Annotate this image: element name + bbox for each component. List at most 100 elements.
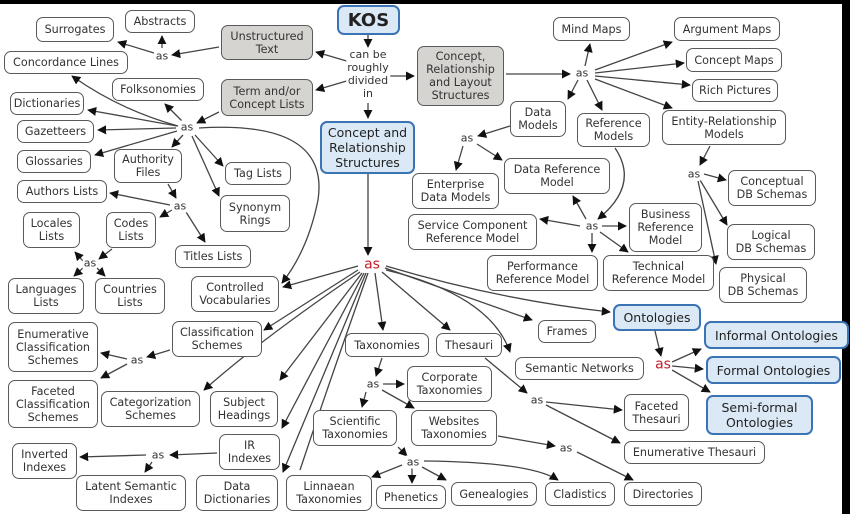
label-as-classification: as [129,353,145,367]
node-technical-rm[interactable]: Technical Reference Model [603,255,714,291]
node-gazetteers[interactable]: Gazetteers [17,120,94,143]
node-thesauri[interactable]: Thesauri [436,333,502,357]
node-controlled-vocabularies[interactable]: Controlled Vocabularies [191,276,279,312]
edge-as8-formal [671,363,704,373]
node-phenetics[interactable]: Phenetics [376,485,446,509]
edge-main-classification [263,269,359,331]
edge-as11-enumerative-thesauri [545,404,621,444]
node-performance-rm[interactable]: Performance Reference Model [487,255,598,291]
node-term-concept-lists[interactable]: Term and/or Concept Lists [221,79,313,116]
node-service-component-rm[interactable]: Service Component Reference Model [408,214,537,250]
node-websites-taxonomies[interactable]: Websites Taxonomies [411,410,497,446]
node-corporate-taxonomies[interactable]: Corporate Taxonomies [407,366,492,402]
node-cladistics[interactable]: Cladistics [545,482,615,506]
edge-as3-languages [73,267,84,277]
edge-as10-websites [381,389,415,409]
node-tag-lists[interactable]: Tag Lists [225,162,291,185]
node-enumerative-classification-schemes[interactable]: Enumerative Classification Schemes [8,322,98,372]
node-abstracts[interactable]: Abstracts [125,10,195,33]
edge-as6-datarm [572,195,587,220]
node-semiformal-ontologies[interactable]: Semi-formal Ontologies [706,395,813,435]
node-enterprise-data-models[interactable]: Enterprise Data Models [412,173,499,209]
node-titles-lists[interactable]: Titles Lists [175,245,251,268]
node-faceted-classification-schemes[interactable]: Faceted Classification Schemes [8,380,98,428]
edge-as4-concept [594,59,685,74]
node-data-models[interactable]: Data Models [510,101,566,137]
node-ontologies[interactable]: Ontologies [613,304,701,331]
node-scientific-taxonomies[interactable]: Scientific Taxonomies [313,410,397,446]
node-linnaean-taxonomies[interactable]: Linnaean Taxonomies [286,475,372,511]
label-as-er-models: as [686,167,702,181]
node-classification-schemes[interactable]: Classification Schemes [172,321,262,357]
edge-as7-conceptual [703,173,727,183]
node-physical-db-schemas[interactable]: Physical DB Schemas [719,267,807,303]
node-data-dictionaries[interactable]: Data Dictionaries [196,475,278,511]
node-conceptual-db-schemas[interactable]: Conceptual DB Schemas [728,170,816,206]
node-informal-ontologies[interactable]: Informal Ontologies [704,321,849,349]
edge-as11-faceted-thesauri [545,401,623,414]
edge-as4-reference [586,79,603,111]
label-as-layout: as [574,66,590,80]
edge-divided-to-unstructured [315,49,351,63]
edge-as4-mind [583,43,593,67]
edge-as5-enterprise [453,145,464,171]
node-enumerative-thesauri[interactable]: Enumerative Thesauri [624,441,765,464]
node-unstructured-text[interactable]: Unstructured Text [221,25,313,60]
node-semantic-networks[interactable]: Semantic Networks [515,357,644,380]
node-formal-ontologies[interactable]: Formal Ontologies [706,356,841,384]
label-as-reference-models: as [584,219,600,233]
edge-as5-datarm [476,143,503,161]
edge-as6-technical [599,231,629,253]
edge-as2-codes [159,208,173,218]
node-locales-lists[interactable]: Locales Lists [23,212,80,248]
node-codes-lists[interactable]: Codes Lists [106,212,156,248]
node-ir-indexes[interactable]: IR Indexes [219,434,280,470]
node-authors-lists[interactable]: Authors Lists [17,180,107,203]
node-synonym-rings[interactable]: Synonym Rings [220,195,290,232]
node-mind-maps[interactable]: Mind Maps [553,17,630,41]
node-data-reference-model[interactable]: Data Reference Model [504,158,610,194]
edge-main-taxonomies [374,272,387,331]
node-reference-models[interactable]: Reference Models [577,113,650,147]
edge-authority-as2 [167,183,177,199]
edge-as-concordance [71,75,179,127]
edge-main-semantic [385,269,512,353]
edge-as12-cladistics [423,460,559,481]
edge-classification-as9 [146,349,171,359]
node-argument-maps[interactable]: Argument Maps [674,17,780,41]
node-logical-db-schemas[interactable]: Logical DB Schemas [727,224,815,260]
edge-main-thesauri [381,271,451,331]
node-dictionaries[interactable]: Dictionaries [10,92,84,115]
node-concept-maps[interactable]: Concept Maps [686,48,782,72]
node-languages-lists[interactable]: Languages Lists [8,278,84,314]
label-as-websites: as [558,441,574,455]
node-concept-relationship-structures[interactable]: Concept and Relationship Structures [320,121,415,174]
node-countries-lists[interactable]: Countries Lists [95,278,165,314]
node-kos[interactable]: KOS [337,5,400,35]
node-faceted-thesauri[interactable]: Faceted Thesauri [624,394,689,431]
node-subject-headings[interactable]: Subject Headings [210,391,278,427]
edge-as8-semiformal [671,369,711,393]
node-directories[interactable]: Directories [624,482,702,506]
node-categorization-schemes[interactable]: Categorization Schemes [101,391,200,427]
node-glossaries[interactable]: Glossaries [17,150,91,173]
label-as-codes: as [82,256,98,270]
node-folksonomies[interactable]: Folksonomies [112,78,204,101]
edge-term-as [196,111,220,124]
node-concordance-lines[interactable]: Concordance Lines [4,51,128,74]
node-latent-semantic-indexes[interactable]: Latent Semantic Indexes [76,475,186,511]
node-rich-pictures[interactable]: Rich Pictures [692,79,778,102]
label-as-taxonomies: as [365,377,381,391]
node-surrogates[interactable]: Surrogates [36,17,114,42]
edge-ontologies-as8 [654,330,664,357]
node-er-models[interactable]: Entity-Relationship Models [662,110,786,145]
node-concept-relationship-layout-structures[interactable]: Concept, Relationship and Layout Structu… [417,46,504,106]
node-business-rm[interactable]: Business Reference Model [629,203,702,252]
node-authority-files[interactable]: Authority Files [114,149,182,183]
node-inverted-indexes[interactable]: Inverted Indexes [12,443,77,479]
node-frames[interactable]: Frames [538,320,596,343]
node-genealogies[interactable]: Genealogies [451,482,537,506]
edge-as14-latent [144,461,154,473]
label-as-unstructured: as [154,49,170,63]
node-taxonomies[interactable]: Taxonomies [345,333,429,357]
